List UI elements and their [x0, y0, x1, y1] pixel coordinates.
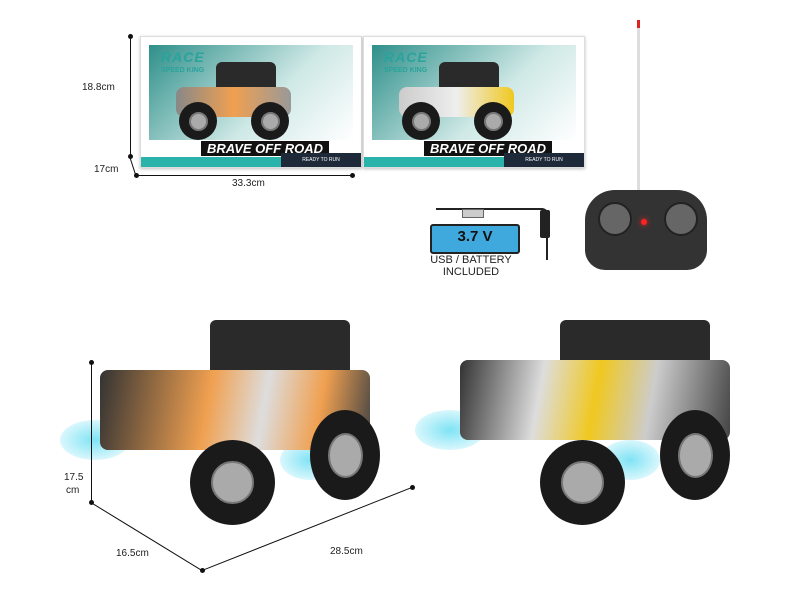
battery-voltage: 3.7 V	[457, 228, 493, 245]
usb-cable-icon	[436, 208, 548, 260]
box-speed-logo: SPEED KING	[161, 67, 205, 74]
dim-line	[91, 362, 92, 502]
box-race-logo: RACE	[384, 49, 428, 65]
package-box-yellow: RACE SPEED KING BRAVE OFF ROAD READY TO …	[363, 36, 585, 168]
rc-car-yellow	[450, 300, 740, 530]
box-car-image	[171, 57, 301, 142]
battery-caption-1: USB / BATTERY	[430, 254, 512, 266]
dim-line	[129, 156, 137, 176]
remote-led	[641, 219, 647, 225]
battery-icon	[430, 224, 520, 254]
box-rtr-label: READY TO RUN	[504, 153, 584, 167]
remote-left-stick	[598, 202, 632, 236]
car-height-value: 17.5	[64, 472, 84, 483]
package-box-orange: RACE SPEED KING BRAVE OFF ROAD READY TO …	[140, 36, 362, 168]
remote-right-stick	[664, 202, 698, 236]
box-brand-logo: BRAVE OFF ROAD	[424, 141, 553, 156]
dim-line	[130, 36, 131, 156]
car-depth-label: 16.5cm	[116, 548, 149, 559]
box-depth-label: 17cm	[94, 164, 119, 175]
dim-line	[136, 175, 352, 176]
box-width-label: 33.3cm	[232, 178, 265, 189]
usb-plug-icon	[540, 210, 550, 238]
dim-point	[350, 173, 355, 178]
box-brand-logo: BRAVE OFF ROAD	[201, 141, 330, 156]
antenna	[637, 20, 640, 200]
box-race-logo: RACE	[161, 49, 205, 65]
rc-car-orange	[90, 300, 380, 530]
box-rtr-label: READY TO RUN	[281, 153, 361, 167]
dim-point	[128, 154, 133, 159]
box-speed-logo: SPEED KING	[384, 67, 428, 74]
connector-icon	[462, 209, 484, 218]
car-length-label: 28.5cm	[330, 546, 363, 557]
box-car-image	[394, 57, 524, 142]
box-height-label: 18.8cm	[82, 82, 115, 93]
car-height-unit: cm	[66, 485, 80, 496]
battery-caption-2: INCLUDED	[442, 266, 500, 278]
